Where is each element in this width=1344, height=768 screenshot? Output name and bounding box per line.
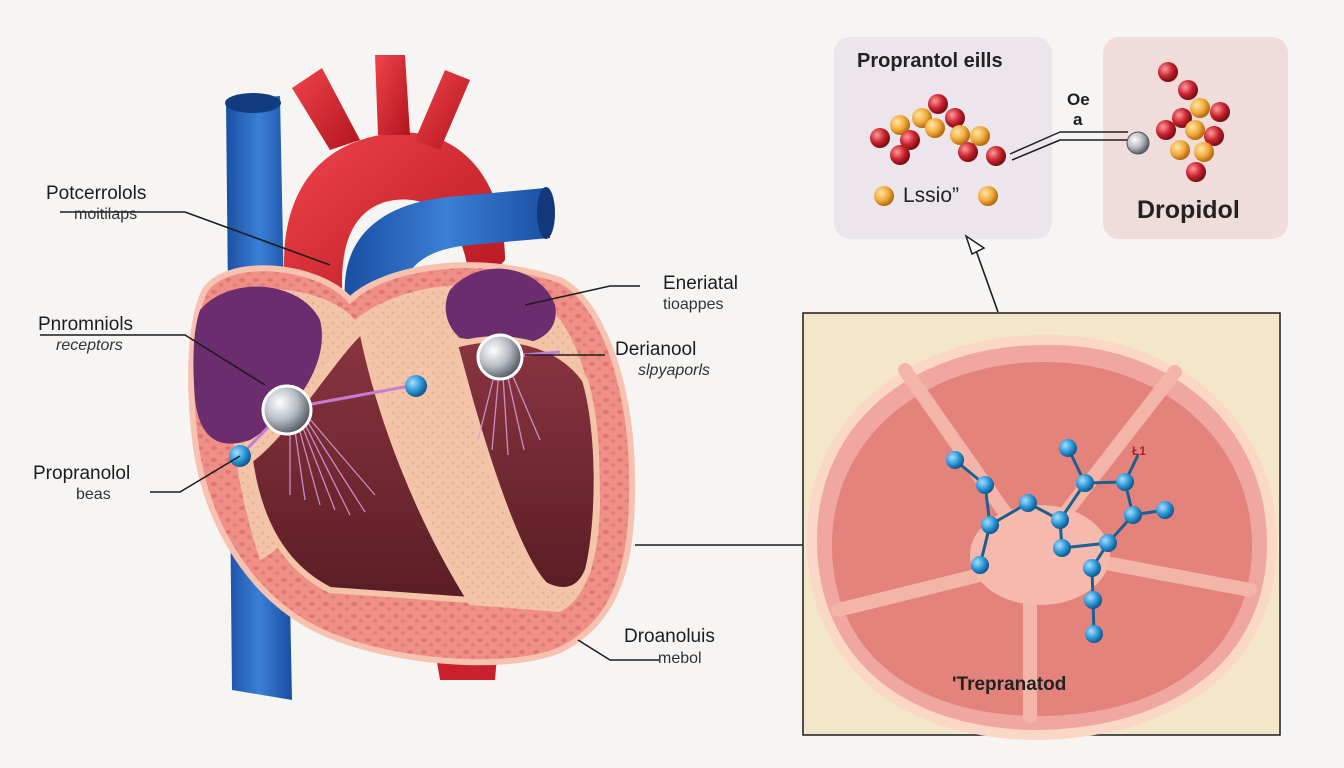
label-pnromniols-sub: receptors (56, 337, 123, 354)
receptor-sphere-right (476, 333, 524, 381)
box-left-title: Proprantol eills (857, 50, 1003, 72)
label-pnromniols-title: Pnromniols (38, 314, 134, 335)
left-atrium (445, 268, 556, 345)
cross-section-label: 'Trepranatod (952, 674, 1067, 695)
right-ventricle (246, 324, 476, 604)
box-right-title: Dropidol (1137, 196, 1240, 224)
pulmonary-opening (537, 187, 555, 239)
label-potcerrolols-sub: moitilaps (74, 206, 138, 223)
leader-eneriatal (524, 285, 640, 306)
heart-illustration (188, 55, 636, 700)
aorta-branch-3 (415, 70, 470, 150)
lumen-center (970, 505, 1110, 605)
label-eneriatal-title: Eneriatal (663, 273, 738, 294)
aorta-branch-1 (292, 68, 360, 150)
receptor-sphere-large (261, 384, 313, 436)
label-derianool-sub: slpyaporls (638, 362, 711, 379)
aorta-branch-2 (375, 55, 410, 135)
label-propranolol-sub: beas (76, 486, 111, 503)
leader-lines (40, 211, 803, 661)
molecular-structure (946, 439, 1174, 643)
connector-label-line1: Oe (1067, 90, 1090, 109)
label-propranolol-title: Propranolol (33, 463, 131, 484)
molecule-cluster-left (870, 94, 1006, 206)
leader-droanoluis (577, 639, 660, 661)
molecule-box-right (1103, 37, 1288, 239)
label-derianool-title: Derianool (615, 339, 697, 360)
leader-pnromniols (40, 334, 266, 386)
leader-propranolol (150, 455, 241, 493)
label-potcerrolols-title: Potcerrolols (46, 183, 147, 204)
vena-cava-opening (225, 93, 281, 113)
connector-sphere (1126, 131, 1150, 155)
cross-section-panel (802, 312, 1281, 741)
molecule-cluster-right (1156, 62, 1230, 182)
box-connector (1009, 131, 1150, 161)
label-eneriatal-sub: tioappes (663, 296, 724, 313)
cross-section-small-label: Ł1 (1132, 444, 1147, 458)
connector-label-line2: a (1073, 110, 1083, 129)
receptor-dot-2 (405, 375, 427, 397)
molecule-box-left (834, 37, 1052, 239)
leader-potcerrolols (60, 211, 331, 266)
aorta (284, 132, 505, 320)
label-droanoluis-title: Droanoluis (624, 626, 715, 647)
lumen-segments (831, 363, 1257, 723)
label-droanoluis-sub: mebol (658, 650, 702, 667)
box-left-bottom-label: Lssio” (903, 184, 960, 207)
arrow-up (964, 234, 999, 313)
